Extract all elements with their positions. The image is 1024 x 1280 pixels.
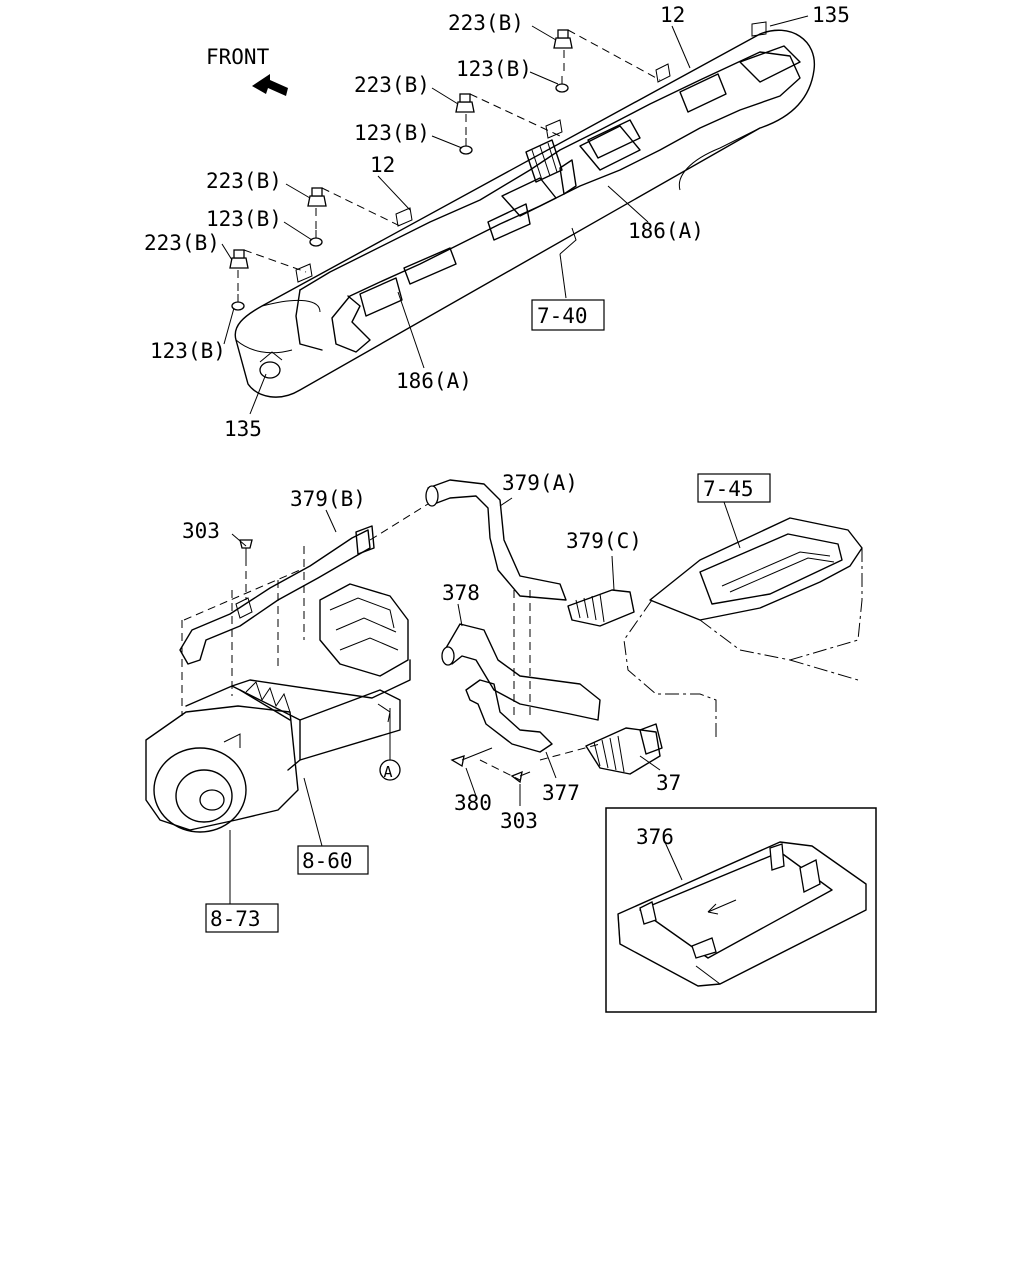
leader-lines-lower <box>229 497 741 904</box>
duct-379b <box>179 525 375 665</box>
bolt-123b-icon <box>459 138 473 155</box>
ref-box-8-60: 8-60 <box>297 845 369 875</box>
callout-135-top: 135 <box>812 3 850 27</box>
connector-a-marker: A <box>379 708 401 781</box>
ref-box-7-45: 7-45 <box>697 473 771 503</box>
callout-12-mid: 12 <box>370 153 395 177</box>
callout-186a-bottom: 186(A) <box>396 369 472 393</box>
bolt-123b-icon <box>231 294 245 311</box>
screw-380-icon <box>450 747 493 768</box>
console-box <box>623 517 863 740</box>
callout-123b-4: 123(B) <box>150 339 226 363</box>
arrow-left-icon <box>707 899 737 915</box>
connector-379c <box>567 589 635 627</box>
callout-223b-3: 223(B) <box>206 169 282 193</box>
hose-378 <box>441 623 601 721</box>
callout-379a: 379(A) <box>502 471 578 495</box>
front-label: FRONT <box>206 45 270 69</box>
callout-135-bottom: 135 <box>224 417 262 441</box>
clip-223b-icon <box>307 187 327 207</box>
callout-223b-4: 223(B) <box>144 231 220 255</box>
callout-123b-3: 123(B) <box>206 207 282 231</box>
overhead-console-shell <box>234 29 815 398</box>
heater-duct-unit <box>185 583 411 771</box>
clip-fasteners-upper <box>229 29 573 269</box>
ref-box-7-40: 7-40 <box>531 299 605 331</box>
callout-303-top: 303 <box>182 519 220 543</box>
end-cap-135 <box>259 351 283 379</box>
callout-12-top: 12 <box>660 3 685 27</box>
bolt-123b-icon <box>309 230 323 247</box>
callout-379c: 379(C) <box>566 529 642 553</box>
bolt-fasteners-upper <box>231 76 569 311</box>
alignment-lines-lower <box>181 503 601 781</box>
ref-box-8-73: 8-73 <box>205 903 279 933</box>
callout-379b: 379(B) <box>290 487 366 511</box>
leader-lines-upper <box>221 15 809 415</box>
screw-303-icon <box>239 539 253 558</box>
clip-223b-icon <box>553 29 573 49</box>
callout-223b-top: 223(B) <box>448 11 524 35</box>
ref-8-73-label: 8-73 <box>210 907 261 931</box>
duct-assembly-186a <box>295 21 801 353</box>
front-arrow-icon <box>252 74 288 96</box>
screw-303-lower-icon <box>510 770 531 784</box>
inset-panel <box>605 807 877 1013</box>
callout-376: 376 <box>636 825 674 849</box>
callout-377: 377 <box>542 781 580 805</box>
connector-a-label: A <box>384 763 393 781</box>
bolt-123b-icon <box>555 76 569 93</box>
callout-223b-2: 223(B) <box>354 73 430 97</box>
hose-379a <box>425 479 567 601</box>
alignment-lines-upper <box>237 29 661 294</box>
callout-123b-top: 123(B) <box>456 57 532 81</box>
callout-123b-2: 123(B) <box>354 121 430 145</box>
clip-223b-icon <box>455 93 475 113</box>
ref-7-40-label: 7-40 <box>537 304 588 328</box>
ref-8-60-label: 8-60 <box>302 849 353 873</box>
clip-223b-icon <box>229 249 249 269</box>
callout-303-bottom: 303 <box>500 809 538 833</box>
callout-186a-right: 186(A) <box>628 219 704 243</box>
ref-7-45-label: 7-45 <box>703 477 754 501</box>
callout-378: 378 <box>442 581 480 605</box>
callout-380: 380 <box>454 791 492 815</box>
callout-37: 37 <box>656 771 681 795</box>
blower-unit <box>145 705 299 833</box>
hose-377 <box>465 679 663 775</box>
